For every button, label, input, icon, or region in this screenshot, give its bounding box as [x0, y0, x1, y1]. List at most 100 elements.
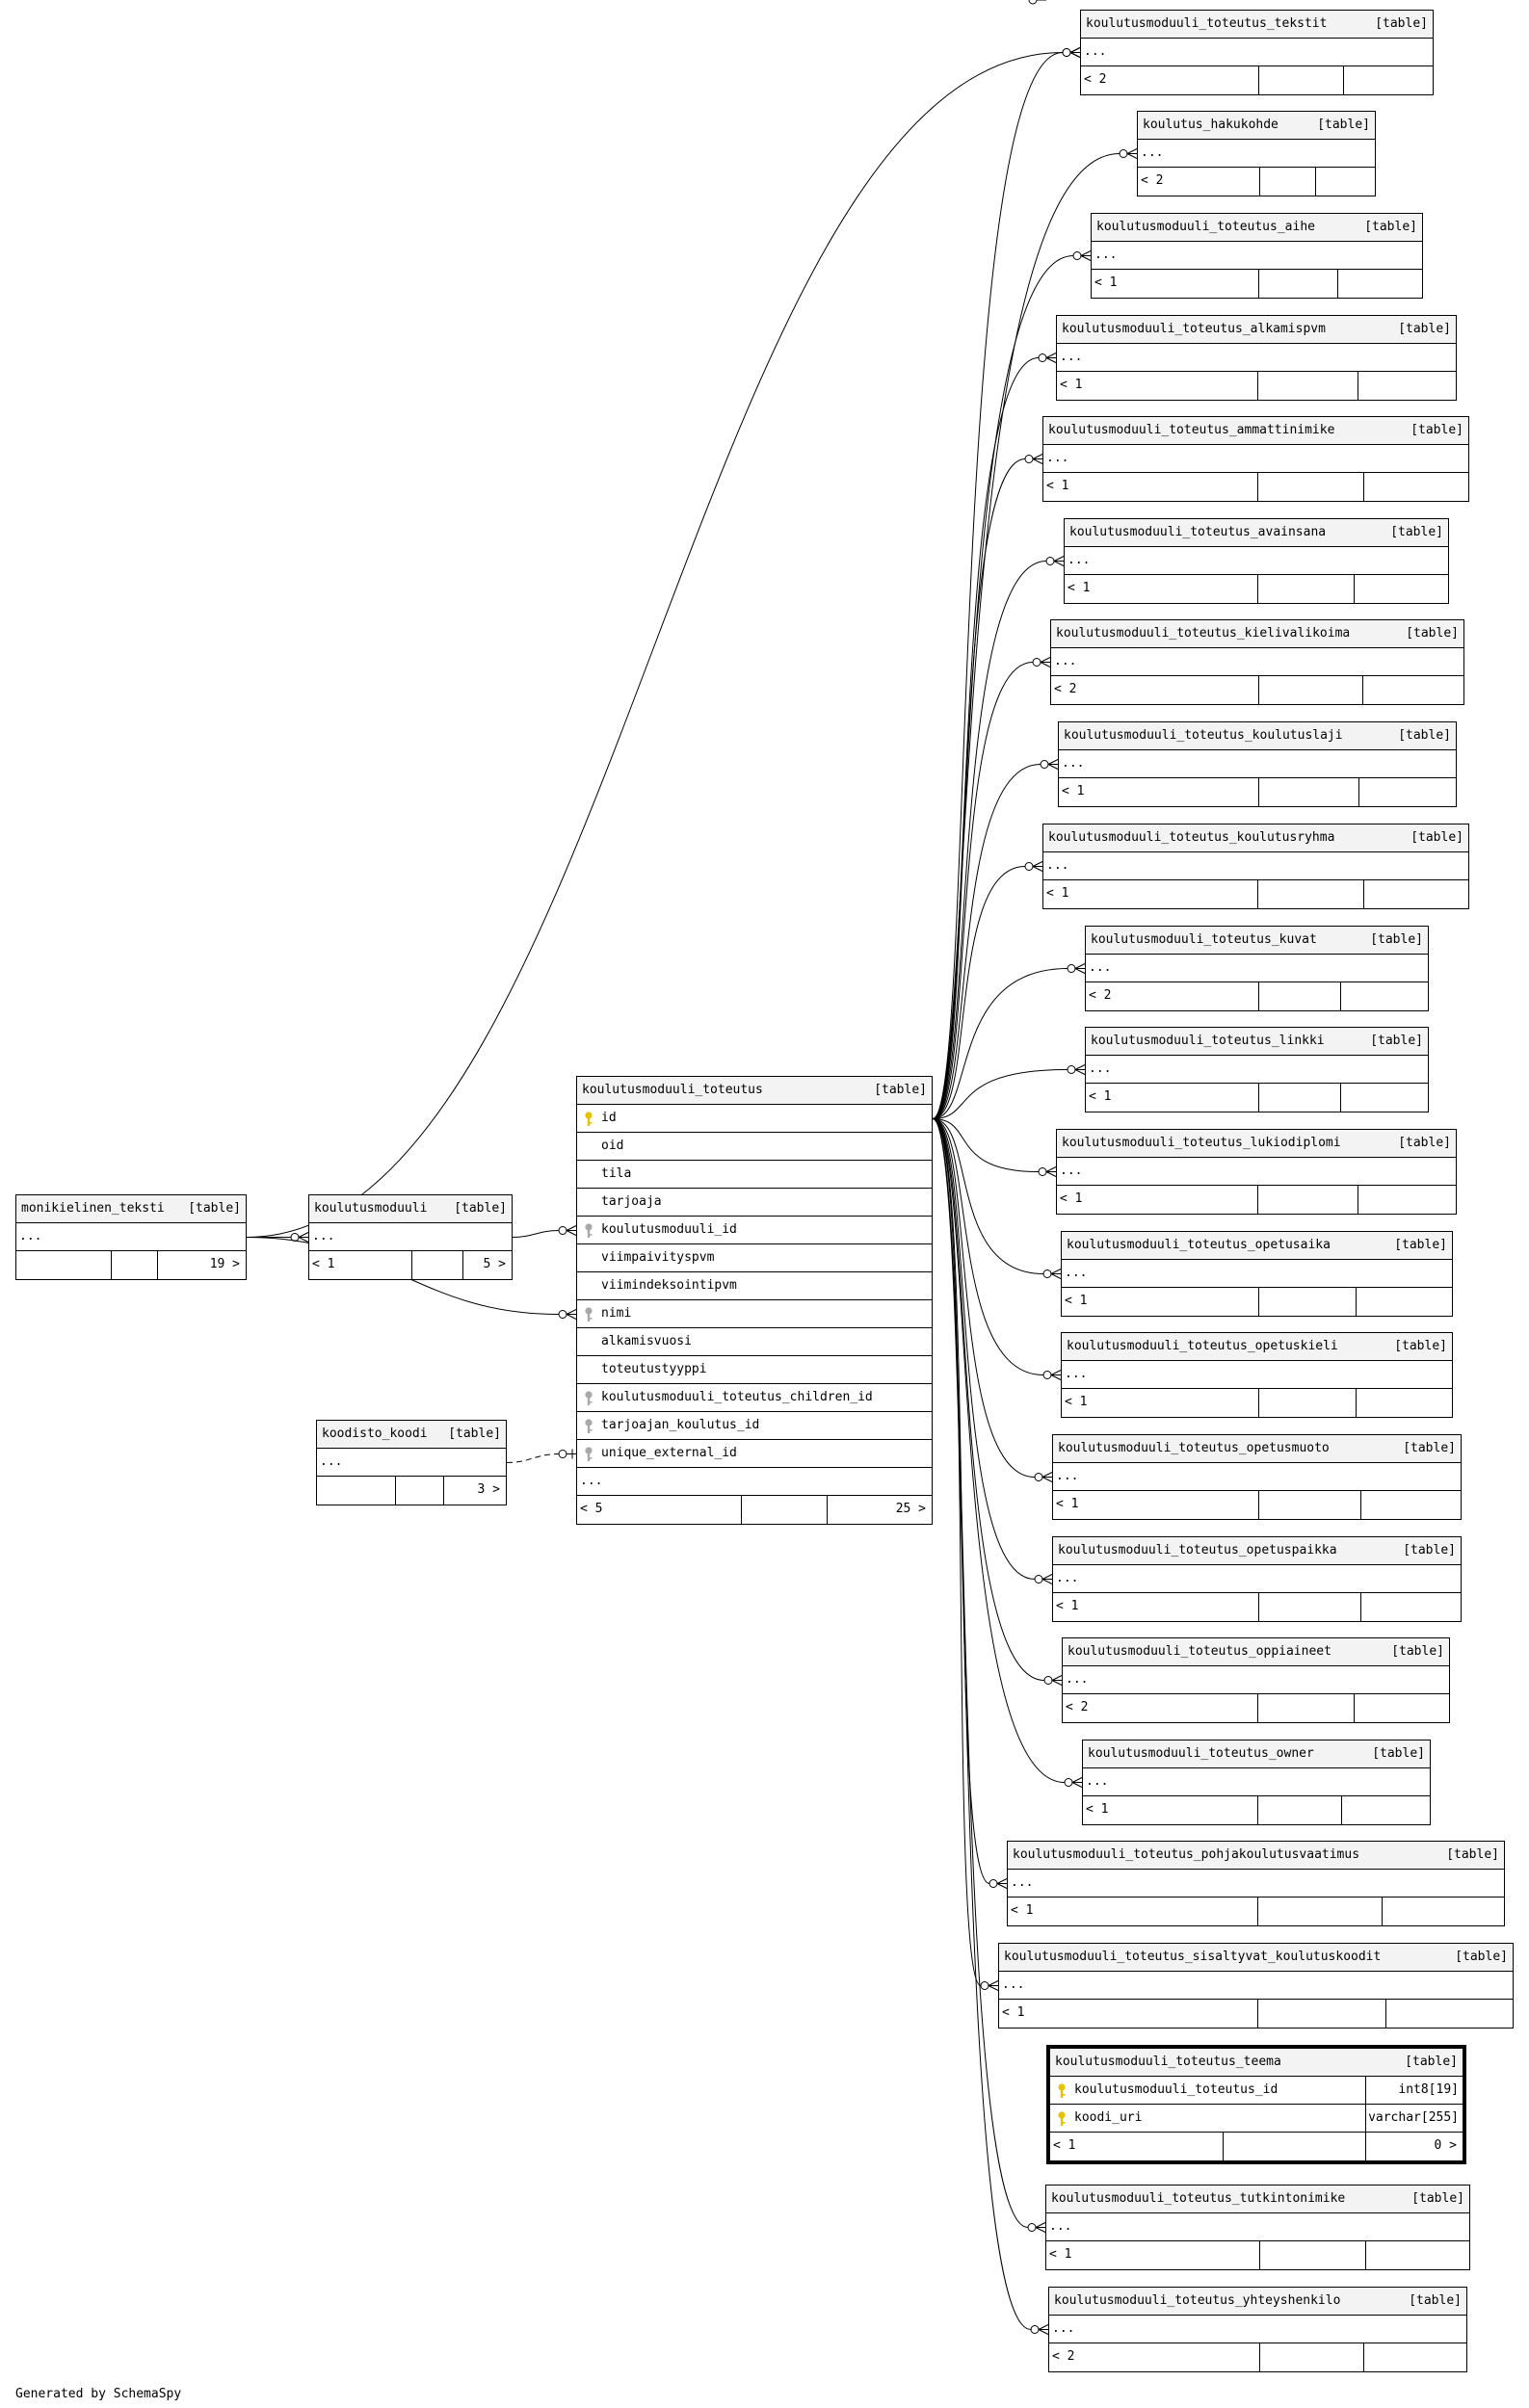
table-koulutusmoduuli-toteutus-tutkintonimike[interactable]: koulutusmoduuli_toteutus_tutkintonimike[…: [1045, 2185, 1470, 2270]
table-footer[interactable]: 3 >: [317, 1477, 506, 1505]
column-row[interactable]: viimindeksointipvm: [577, 1272, 932, 1300]
column-row[interactable]: toteutustyyppi: [577, 1356, 932, 1384]
table-koodisto-koodi[interactable]: koodisto_koodi[table]...3 >: [316, 1420, 507, 1505]
table-header[interactable]: koulutusmoduuli_toteutus_teema[table]: [1050, 2049, 1463, 2077]
parent-count[interactable]: < 1: [1089, 1089, 1112, 1104]
parent-count[interactable]: < 1: [1002, 2005, 1025, 2020]
table-footer[interactable]: < 1: [1057, 372, 1456, 400]
table-footer[interactable]: < 1: [1065, 575, 1448, 603]
parent-count[interactable]: < 5: [580, 1502, 603, 1516]
parent-count[interactable]: < 1: [1056, 1599, 1079, 1613]
table-koulutusmoduuli-toteutus-aihe[interactable]: koulutusmoduuli_toteutus_aihe[table]...<…: [1091, 213, 1423, 299]
parent-count[interactable]: < 1: [1011, 1903, 1034, 1918]
table-header[interactable]: koulutusmoduuli_toteutus_tutkintonimike[…: [1046, 2186, 1469, 2213]
column-row[interactable]: koulutusmoduuli_id: [577, 1217, 932, 1244]
table-footer[interactable]: 19 >: [16, 1251, 246, 1279]
table-header[interactable]: koulutusmoduuli[table]: [309, 1195, 512, 1223]
table-header[interactable]: koulutusmoduuli_toteutus_sisaltyvat_koul…: [999, 1944, 1513, 1972]
table-header[interactable]: koulutusmoduuli_toteutus_owner[table]: [1083, 1741, 1430, 1768]
table-footer[interactable]: < 1: [1008, 1898, 1504, 1925]
parent-count[interactable]: < 1: [1062, 784, 1085, 798]
table-koulutusmoduuli-toteutus-ammattinimike[interactable]: koulutusmoduuli_toteutus_ammattinimike[t…: [1042, 416, 1469, 502]
child-count[interactable]: 5 >: [483, 1257, 506, 1271]
column-row[interactable]: viimpaivityspvm: [577, 1244, 932, 1272]
table-header[interactable]: koulutusmoduuli_toteutus_ammattinimike[t…: [1043, 417, 1468, 445]
table-koulutusmoduuli-toteutus-avainsana[interactable]: koulutusmoduuli_toteutus_avainsana[table…: [1064, 518, 1449, 604]
table-header[interactable]: koulutusmoduuli_toteutus_lukiodiplomi[ta…: [1057, 1130, 1456, 1158]
table-footer[interactable]: < 2: [1138, 168, 1375, 196]
table-header[interactable]: koulutusmoduuli_toteutus_yhteyshenkilo[t…: [1049, 2288, 1466, 2316]
parent-count[interactable]: < 1: [1094, 275, 1118, 290]
table-footer[interactable]: < 1 5 >: [309, 1251, 512, 1279]
table-koulutusmoduuli-toteutus-lukiodiplomi[interactable]: koulutusmoduuli_toteutus_lukiodiplomi[ta…: [1056, 1129, 1457, 1215]
column-row[interactable]: oid: [577, 1133, 932, 1161]
table-header[interactable]: koulutusmoduuli_toteutus_kielivalikoima[…: [1051, 620, 1463, 648]
parent-count[interactable]: < 1: [1060, 378, 1083, 392]
table-header[interactable]: koulutusmoduuli_toteutus_aihe[table]: [1092, 214, 1422, 242]
column-row[interactable]: unique_external_id: [577, 1440, 932, 1468]
parent-count[interactable]: < 1: [1046, 886, 1069, 901]
table-koulutusmoduuli-toteutus-koulutusryhma[interactable]: koulutusmoduuli_toteutus_koulutusryhma[t…: [1042, 824, 1469, 909]
parent-count[interactable]: < 2: [1054, 682, 1077, 696]
table-header[interactable]: koulutusmoduuli_toteutus_pohjakoulutusva…: [1008, 1842, 1504, 1870]
table-koulutus-hakukohde[interactable]: koulutus_hakukohde[table]...< 2: [1137, 111, 1376, 196]
parent-count[interactable]: < 1: [1065, 1294, 1088, 1308]
column-row[interactable]: tarjoajan_koulutus_id: [577, 1412, 932, 1440]
parent-count[interactable]: < 1: [1065, 1395, 1088, 1409]
parent-count[interactable]: < 1: [312, 1257, 335, 1271]
table-header[interactable]: koulutusmoduuli_toteutus_tekstit[table]: [1081, 11, 1433, 39]
table-koulutusmoduuli-toteutus-kielivalikoima[interactable]: koulutusmoduuli_toteutus_kielivalikoima[…: [1050, 619, 1464, 705]
table-header[interactable]: koulutusmoduuli_toteutus[table]: [577, 1077, 932, 1105]
column-row[interactable]: alkamisvuosi: [577, 1328, 932, 1356]
table-monikielinen-teksti[interactable]: monikielinen_teksti[table]...19 >: [15, 1194, 247, 1280]
parent-count[interactable]: < 1: [1049, 2247, 1072, 2262]
parent-count[interactable]: < 1: [1060, 1191, 1083, 1206]
table-footer[interactable]: < 1: [1057, 1186, 1456, 1214]
table-header[interactable]: koulutusmoduuli_toteutus_opetusaika[tabl…: [1062, 1232, 1452, 1260]
parent-count[interactable]: < 1: [1068, 581, 1091, 595]
table-header[interactable]: monikielinen_teksti[table]: [16, 1195, 246, 1223]
table-koulutusmoduuli-toteutus-opetusmuoto[interactable]: koulutusmoduuli_toteutus_opetusmuoto[tab…: [1052, 1434, 1462, 1520]
parent-count[interactable]: < 1: [1056, 1497, 1079, 1511]
table-koulutusmoduuli-toteutus-opetuspaikka[interactable]: koulutusmoduuli_toteutus_opetuspaikka[ta…: [1052, 1536, 1462, 1622]
table-footer[interactable]: < 1: [1053, 1593, 1461, 1621]
table-header[interactable]: koulutusmoduuli_toteutus_avainsana[table…: [1065, 519, 1448, 547]
table-koulutusmoduuli-toteutus-yhteyshenkilo[interactable]: koulutusmoduuli_toteutus_yhteyshenkilo[t…: [1048, 2287, 1467, 2372]
table-koulutusmoduuli-toteutus-sisaltyvat-koulutuskoodit[interactable]: koulutusmoduuli_toteutus_sisaltyvat_koul…: [998, 1943, 1514, 2028]
table-header[interactable]: koulutusmoduuli_toteutus_linkki[table]: [1086, 1028, 1428, 1056]
table-footer[interactable]: < 1: [999, 2000, 1513, 2028]
table-koulutusmoduuli-toteutus-linkki[interactable]: koulutusmoduuli_toteutus_linkki[table]..…: [1085, 1027, 1429, 1112]
child-count[interactable]: 25 >: [895, 1502, 926, 1516]
table-header[interactable]: koulutusmoduuli_toteutus_koulutusryhma[t…: [1043, 824, 1468, 852]
child-count[interactable]: 3 >: [477, 1482, 500, 1497]
column-row[interactable]: koulutusmoduuli_toteutus_children_id: [577, 1384, 932, 1412]
table-footer[interactable]: < 2: [1086, 982, 1428, 1010]
table-koulutusmoduuli-toteutus-tekstit[interactable]: koulutusmoduuli_toteutus_tekstit[table].…: [1080, 10, 1434, 95]
table-footer[interactable]: < 1: [1092, 270, 1422, 298]
parent-count[interactable]: < 2: [1052, 2349, 1075, 2364]
table-header[interactable]: koulutusmoduuli_toteutus_kuvat[table]: [1086, 927, 1428, 955]
table-footer[interactable]: < 1: [1053, 1491, 1461, 1519]
table-header[interactable]: koulutus_hakukohde[table]: [1138, 112, 1375, 140]
table-footer[interactable]: < 2: [1063, 1694, 1449, 1722]
table-footer[interactable]: < 1: [1086, 1084, 1428, 1112]
child-count[interactable]: 0 >: [1434, 2138, 1457, 2153]
table-header[interactable]: koulutusmoduuli_toteutus_opetuskieli[tab…: [1062, 1333, 1452, 1361]
table-header[interactable]: koulutusmoduuli_toteutus_opetuspaikka[ta…: [1053, 1537, 1461, 1565]
table-koulutusmoduuli-toteutus-oppiaineet[interactable]: koulutusmoduuli_toteutus_oppiaineet[tabl…: [1062, 1637, 1450, 1723]
column-row[interactable]: id: [577, 1105, 932, 1133]
parent-count[interactable]: < 1: [1086, 1802, 1109, 1817]
column-row[interactable]: tarjoaja: [577, 1189, 932, 1217]
table-footer[interactable]: < 2: [1049, 2343, 1466, 2371]
table-koulutusmoduuli-toteutus-opetuskieli[interactable]: koulutusmoduuli_toteutus_opetuskieli[tab…: [1061, 1332, 1453, 1418]
table-footer[interactable]: < 2: [1081, 66, 1433, 94]
table-footer[interactable]: < 2: [1051, 676, 1463, 704]
column-row[interactable]: tila: [577, 1161, 932, 1189]
parent-count[interactable]: < 2: [1066, 1700, 1089, 1714]
table-koulutusmoduuli-toteutus-opetusaika[interactable]: koulutusmoduuli_toteutus_opetusaika[tabl…: [1061, 1231, 1453, 1317]
